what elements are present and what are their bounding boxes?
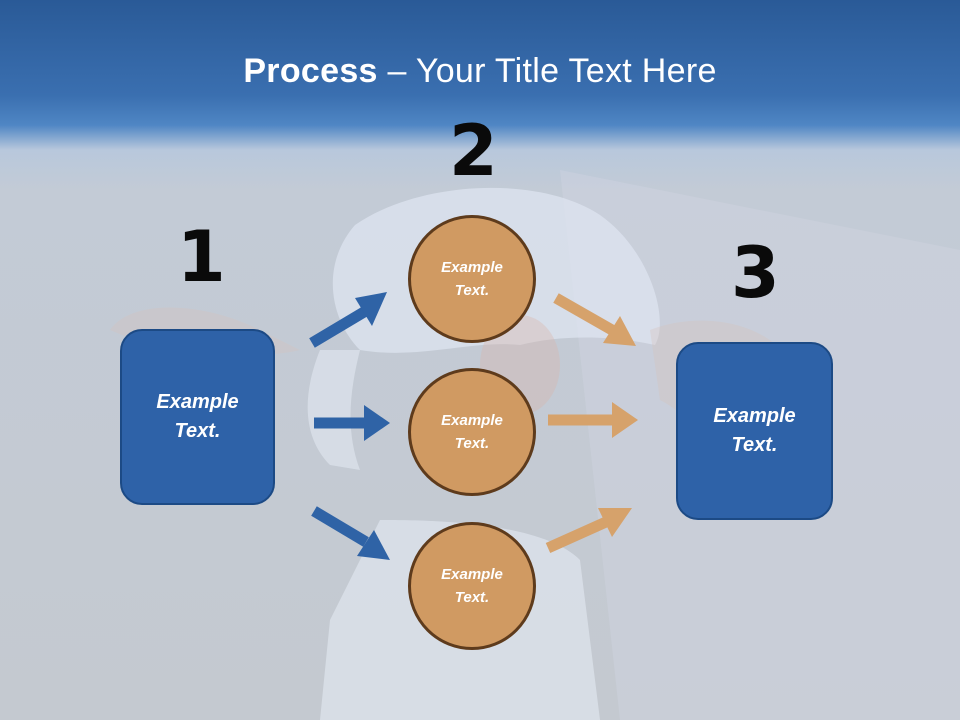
- circle-middle: Example Text.: [408, 368, 536, 496]
- arrow-blue-mid: [314, 405, 390, 441]
- step-number-3: 3: [731, 232, 780, 314]
- arrow-blue-down: [311, 506, 390, 560]
- circle-top-line2: Text.: [454, 282, 490, 299]
- slide-title: Process – Your Title Text Here: [0, 52, 960, 91]
- circle-middle-line2: Text.: [454, 435, 490, 452]
- right-box: Example Text.: [676, 342, 833, 520]
- arrow-tan-down: [553, 293, 636, 346]
- arrow-tan-mid: [548, 402, 638, 438]
- right-box-line2: Text.: [731, 434, 778, 456]
- circle-top: Example Text.: [408, 215, 536, 343]
- circle-bottom: Example Text.: [408, 522, 536, 650]
- title-rest: – Your Title Text Here: [377, 52, 717, 90]
- arrow-tan-up: [545, 508, 632, 554]
- circle-bottom-line1: Example: [441, 566, 503, 583]
- left-box: Example Text.: [120, 329, 275, 505]
- step-number-1: 1: [177, 216, 226, 298]
- title-bold: Process: [243, 52, 378, 90]
- left-box-line2: Text.: [174, 420, 221, 442]
- circle-bottom-line2: Text.: [454, 589, 490, 606]
- left-box-line1: Example: [156, 391, 239, 413]
- circle-middle-line1: Example: [441, 412, 503, 429]
- arrow-blue-up: [309, 292, 387, 348]
- circle-top-line1: Example: [441, 259, 503, 276]
- step-number-2: 2: [449, 110, 498, 192]
- right-box-line1: Example: [713, 405, 796, 427]
